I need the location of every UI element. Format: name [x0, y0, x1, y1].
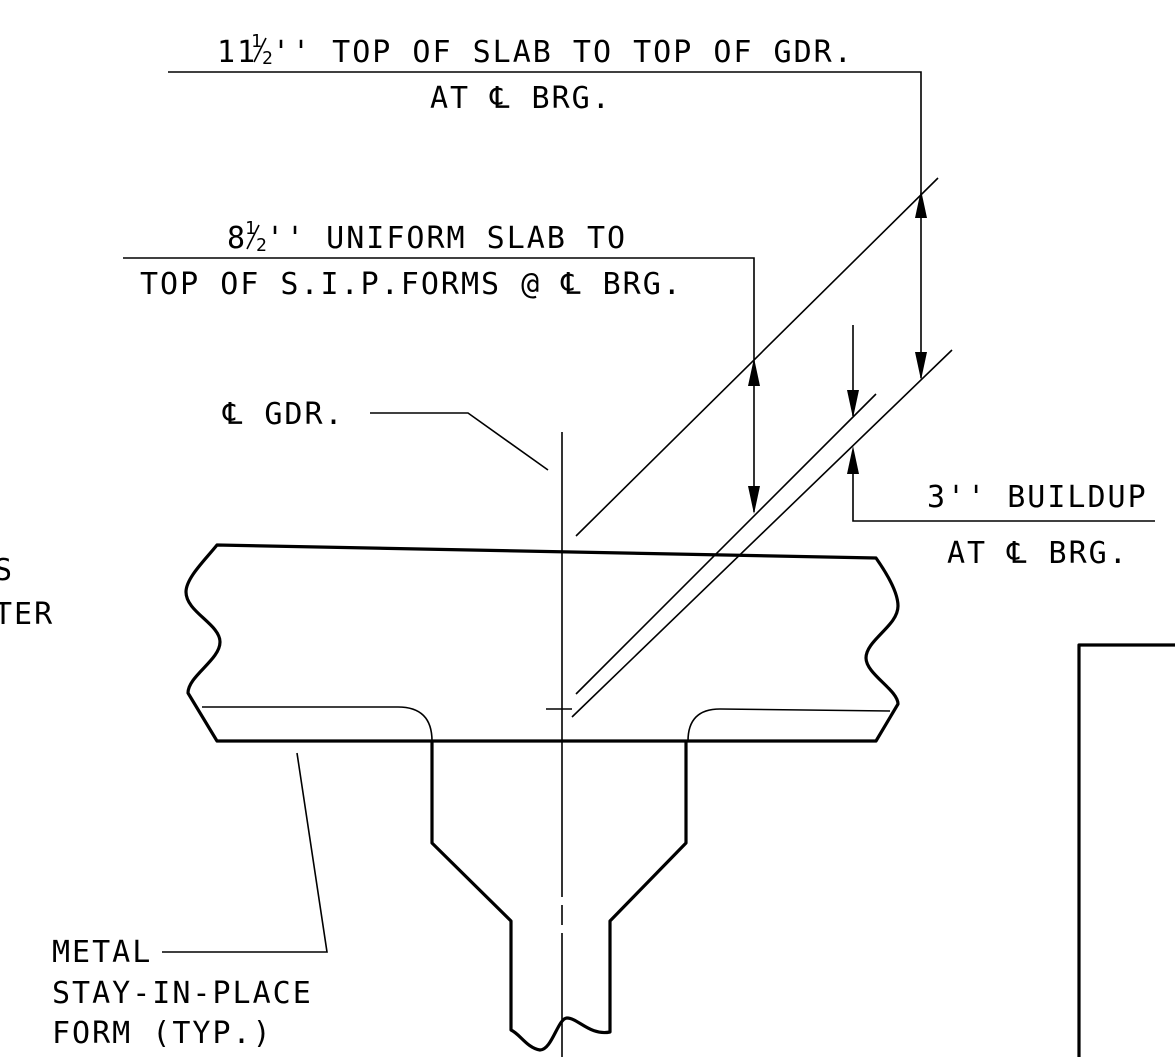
uniform-slab-whole: 8: [227, 221, 247, 256]
left-cut-line2: TER: [0, 597, 54, 632]
metal-form-line1: METAL: [52, 935, 152, 970]
uniform-slab-line1: '' UNIFORM SLAB TO: [266, 221, 627, 256]
arrow-up: [847, 446, 859, 474]
cl-girder-label: ℄ GDR.: [222, 397, 345, 432]
uniform-slab-frac-num: 1: [245, 218, 258, 239]
arrow-down: [847, 390, 859, 418]
note-top-of-slab: 11 1 2 '' TOP OF SLAB TO TOP OF GDR. AT …: [217, 31, 854, 116]
uniform-slab-leader: [123, 257, 755, 360]
metal-form-line3: FORM (TYP.): [52, 1016, 273, 1051]
top-of-forms-line: [575, 393, 877, 695]
buildup-leader: [852, 462, 1155, 522]
top-of-slab-leader: [168, 71, 922, 190]
note-left-cut: S TER: [0, 553, 54, 632]
top-of-slab-line: [575, 177, 939, 537]
top-of-girder-line: [571, 349, 953, 718]
metal-form-leader: [162, 752, 328, 953]
arrow-up: [915, 190, 927, 218]
top-of-slab-frac-den: 2: [262, 48, 275, 69]
leader-lines: [123, 71, 1155, 953]
right-form: [687, 708, 891, 742]
dimension-8-5: [748, 358, 760, 514]
left-form: [202, 706, 433, 742]
arrow-down: [915, 352, 927, 380]
arrow-down: [748, 486, 760, 514]
skewed-slab-lines: [571, 177, 953, 718]
top-of-slab-line2: AT ℄ BRG.: [430, 81, 612, 116]
dimension-3-buildup: [847, 325, 859, 474]
left-cut-line1: S: [0, 553, 14, 588]
top-of-slab-whole: 11: [217, 35, 257, 70]
uniform-slab-frac-den: 2: [256, 235, 269, 256]
arrow-up: [748, 358, 760, 386]
buildup-line1: 3'' BUILDUP: [927, 480, 1148, 515]
buildup-line2: AT ℄ BRG.: [947, 536, 1129, 571]
metal-form-line2: STAY-IN-PLACE: [52, 976, 313, 1011]
top-of-slab-line1: '' TOP OF SLAB TO TOP OF GDR.: [272, 35, 854, 70]
deck-slab-outline: [184, 543, 900, 743]
stay-in-place-forms: [202, 706, 891, 742]
top-of-slab-frac-num: 1: [251, 31, 264, 52]
dimension-11-5: [915, 190, 927, 380]
note-metal-form: METAL STAY-IN-PLACE FORM (TYP.): [52, 935, 313, 1051]
note-uniform-slab: 8 1 2 '' UNIFORM SLAB TO TOP OF S.I.P.FO…: [140, 218, 683, 302]
girder-outline: [430, 741, 688, 1052]
girder-centerline: [546, 432, 572, 1057]
note-buildup: 3'' BUILDUP AT ℄ BRG.: [927, 480, 1148, 571]
uniform-slab-line2: TOP OF S.I.P.FORMS @ ℄ BRG.: [140, 267, 683, 302]
cl-girder-leader: [370, 412, 549, 471]
adjacent-detail-border: [1077, 643, 1175, 1057]
